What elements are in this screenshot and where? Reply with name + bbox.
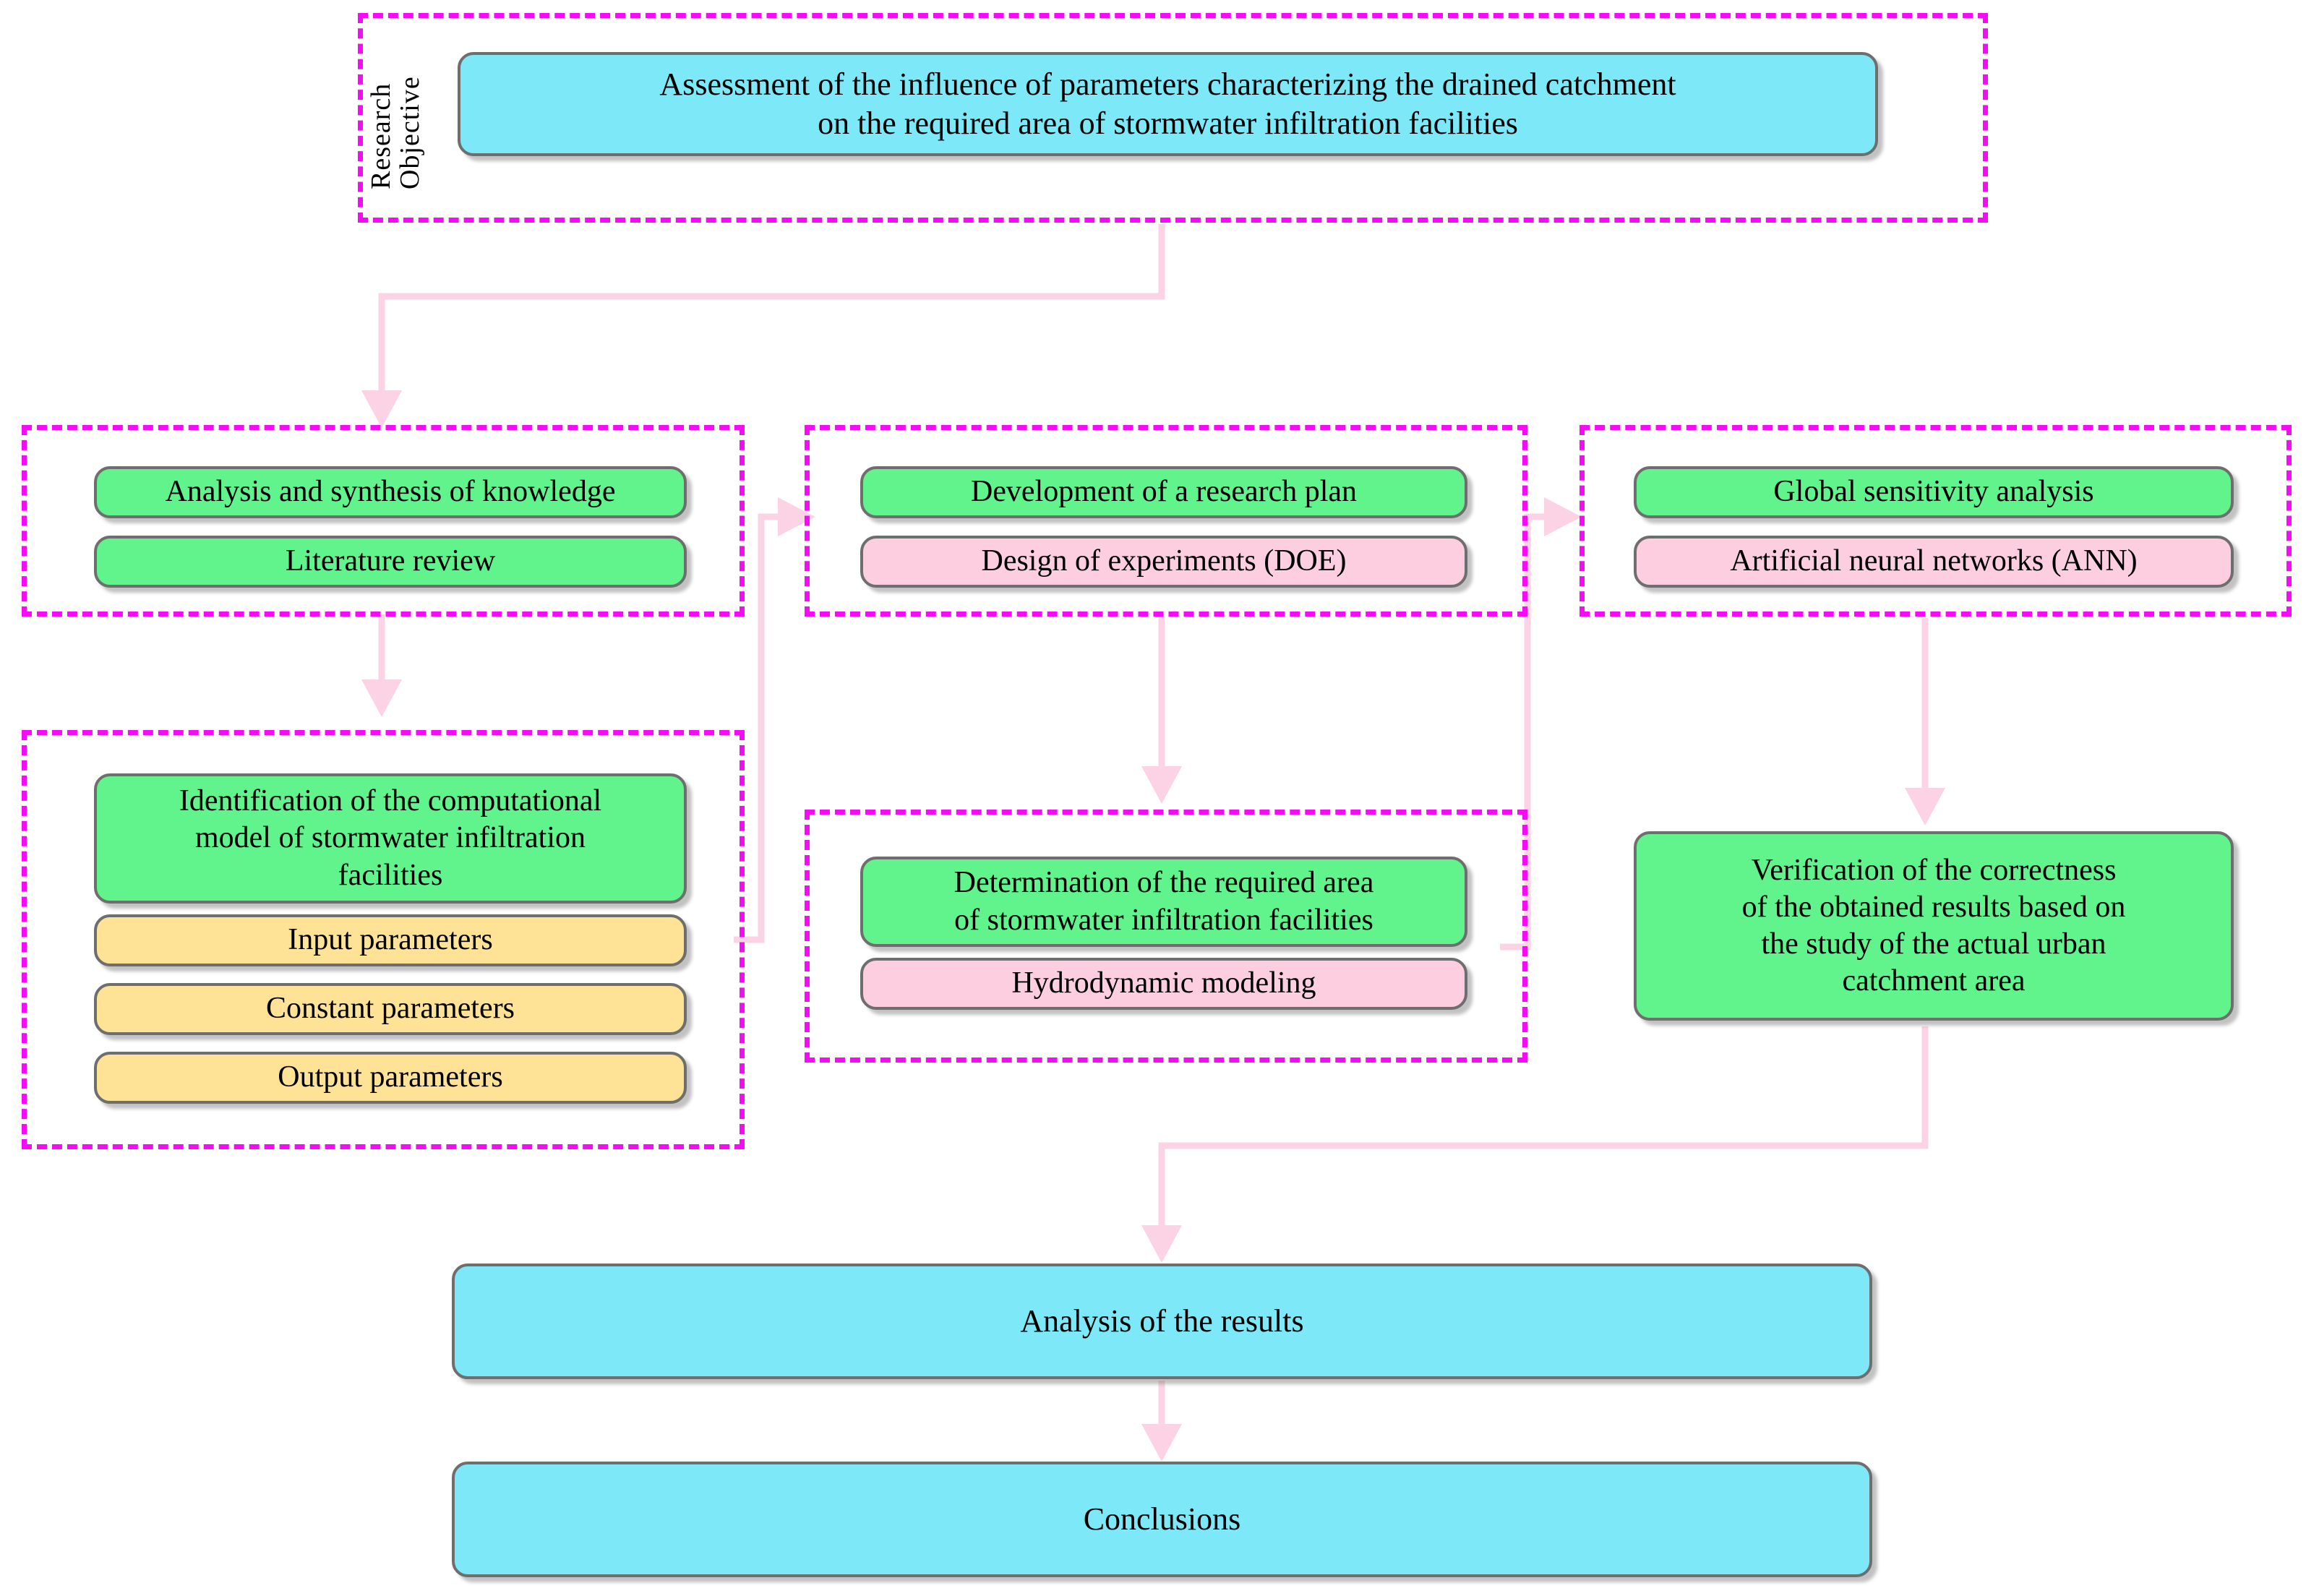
box-hydrodynamic-modeling: Hydrodynamic modeling bbox=[860, 958, 1467, 1010]
objective-box: Assessment of the influence of parameter… bbox=[458, 52, 1878, 156]
box-determination-required-area: Determination of the required area of st… bbox=[860, 857, 1467, 947]
group-model-identification bbox=[22, 730, 745, 1149]
box-label: Analysis and synthesis of knowledge bbox=[165, 475, 616, 509]
box-label-line-3: the study of the actual urban bbox=[1761, 927, 2106, 961]
box-label-line-1: Determination of the required area bbox=[953, 866, 1374, 900]
box-label: Global sensitivity analysis bbox=[1773, 475, 2094, 509]
group-area-determination bbox=[805, 810, 1527, 1063]
box-label-line-1: Identification of the computational bbox=[179, 784, 602, 818]
arrowhead-results-to-conclusions bbox=[1141, 1424, 1182, 1462]
box-development-research-plan: Development of a research plan bbox=[860, 466, 1467, 518]
box-label-line-4: catchment area bbox=[1842, 964, 2026, 998]
group-research-plan bbox=[805, 425, 1527, 617]
group-knowledge bbox=[22, 425, 745, 617]
objective-line-1: Assessment of the influence of parameter… bbox=[659, 66, 1676, 103]
box-label: Output parameters bbox=[278, 1060, 503, 1094]
arrowhead-knowledge-to-model bbox=[361, 679, 402, 717]
arrowhead-verification-to-results bbox=[1141, 1225, 1182, 1263]
box-analysis-of-results: Analysis of the results bbox=[452, 1264, 1872, 1379]
box-label-line-3: facilities bbox=[338, 858, 443, 892]
box-label: Input parameters bbox=[288, 923, 493, 957]
box-label: Literature review bbox=[285, 544, 496, 578]
research-objective-label-line1: Research bbox=[366, 82, 396, 189]
box-label: Design of experiments (DOE) bbox=[981, 544, 1347, 578]
research-objective-label-line2: Objective bbox=[395, 76, 425, 189]
group-research-objective bbox=[358, 13, 1988, 223]
box-label-line-2: of stormwater infiltration facilities bbox=[954, 903, 1373, 937]
arrowhead-sensitivity-to-verification bbox=[1905, 788, 1945, 825]
box-label-line-2: model of stormwater infiltration bbox=[194, 821, 586, 855]
box-analysis-synthesis-knowledge: Analysis and synthesis of knowledge bbox=[94, 466, 687, 518]
box-label: Analysis of the results bbox=[1020, 1303, 1304, 1339]
box-constant-parameters: Constant parameters bbox=[94, 983, 687, 1035]
box-label: Constant parameters bbox=[265, 992, 515, 1026]
connector-objective-to-knowledge bbox=[378, 224, 1165, 401]
box-literature-review: Literature review bbox=[94, 536, 687, 588]
box-conclusions: Conclusions bbox=[452, 1462, 1872, 1577]
arrowhead-plan-to-area bbox=[1141, 766, 1182, 804]
box-output-parameters: Output parameters bbox=[94, 1052, 687, 1104]
group-sensitivity bbox=[1580, 425, 2292, 617]
arrowhead-objective-to-knowledge bbox=[361, 390, 402, 428]
box-label-line-1: Verification of the correctness bbox=[1751, 853, 2117, 887]
box-artificial-neural-networks: Artificial neural networks (ANN) bbox=[1634, 536, 2234, 588]
box-design-of-experiments: Design of experiments (DOE) bbox=[860, 536, 1467, 588]
box-global-sensitivity-analysis: Global sensitivity analysis bbox=[1634, 466, 2234, 518]
arrowhead-area-to-sensitivity bbox=[1544, 497, 1582, 536]
box-identification-computational-model: Identification of the computational mode… bbox=[94, 773, 687, 904]
box-label: Development of a research plan bbox=[970, 475, 1358, 509]
box-label-line-2: of the obtained results based on bbox=[1741, 890, 2126, 924]
box-input-parameters: Input parameters bbox=[94, 914, 687, 966]
box-label: Artificial neural networks (ANN) bbox=[1730, 544, 2138, 578]
box-label: Hydrodynamic modeling bbox=[1011, 966, 1316, 1000]
box-label: Conclusions bbox=[1083, 1501, 1241, 1537]
box-verification-of-results: Verification of the correctness of the o… bbox=[1634, 831, 2234, 1021]
objective-line-2: on the required area of stormwater infil… bbox=[818, 106, 1518, 141]
research-objective-label: Research Objective bbox=[366, 45, 425, 189]
